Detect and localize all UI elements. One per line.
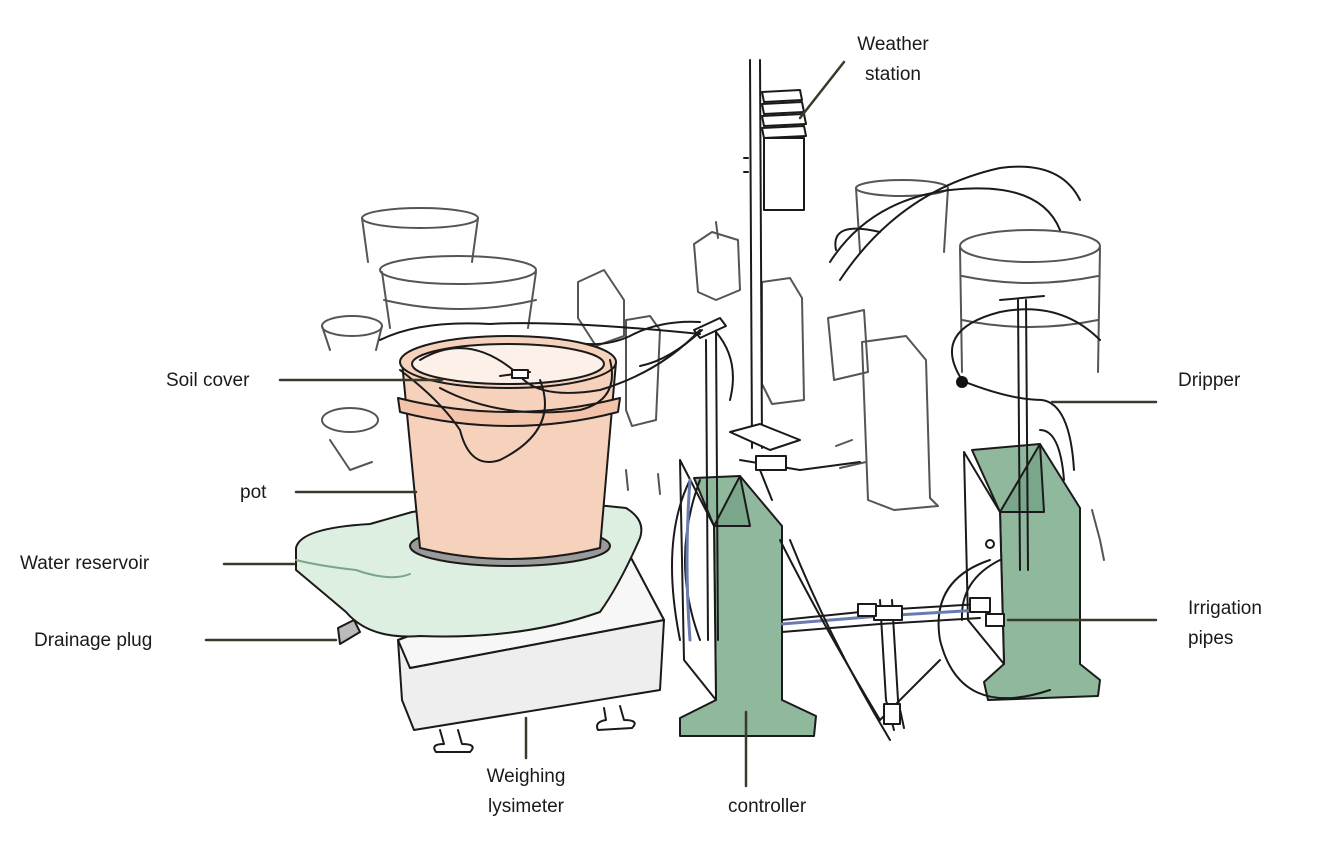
label-drainage-plug: Drainage plug bbox=[34, 630, 153, 651]
label-irrigation-pipes-line-1: Irrigation bbox=[1188, 598, 1262, 619]
weather-station-mast bbox=[729, 59, 807, 451]
label-water-reservoir: Water reservoir bbox=[20, 553, 150, 574]
label-dripper: Dripper bbox=[1178, 370, 1241, 391]
label-weather-station: Weather station bbox=[838, 30, 948, 90]
pot bbox=[397, 335, 621, 567]
label-soil-cover: Soil cover bbox=[166, 370, 250, 391]
label-controller: controller bbox=[728, 796, 807, 817]
label-weighing-lysimeter: Weighing lysimeter bbox=[466, 762, 586, 822]
label-weighing-lysimeter-line-2: lysimeter bbox=[487, 796, 564, 817]
label-irrigation-pipes-line-2: pipes bbox=[1188, 628, 1234, 649]
label-pot: pot bbox=[240, 482, 267, 503]
right-controller bbox=[963, 295, 1101, 701]
background-sketch bbox=[321, 179, 1105, 561]
pot-wiring bbox=[379, 322, 701, 463]
center-controller bbox=[679, 317, 817, 737]
leader-weather-station bbox=[798, 60, 846, 120]
dripper-emitter bbox=[956, 376, 968, 388]
label-weighing-lysimeter-line-1: Weighing bbox=[486, 766, 566, 787]
label-irrigation-pipes: Irrigation pipes bbox=[1188, 594, 1262, 654]
label-weather-station-line-2: station bbox=[865, 64, 921, 85]
center-wiring bbox=[559, 320, 861, 642]
irrigation-pipes bbox=[779, 539, 1005, 741]
leader-lines bbox=[204, 60, 1158, 788]
right-wiring bbox=[829, 165, 1101, 700]
label-weather-station-line-1: Weather bbox=[857, 34, 929, 55]
